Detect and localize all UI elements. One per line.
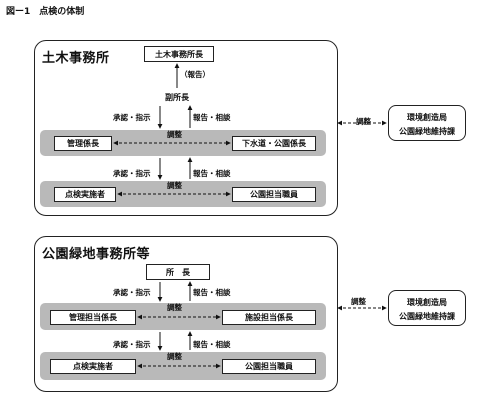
label2-coord-2: 調整 [167,352,182,361]
box-management-officer-chief: 管理担当係長 [50,310,136,325]
box-management-chief: 管理係長 [54,136,112,151]
label2-approve-2: 承認・指示 [113,340,151,349]
label-side-coord-2: 調整 [351,297,366,306]
figure-title: 図ー1 点検の体制 [6,7,85,17]
panel2-title: 公園緑地事務所等 [42,247,151,262]
box-deputy: 副所長 [165,92,189,102]
label2-approve-1: 承認・指示 [113,288,151,297]
box-facility-chief: 施設担当係長 [222,310,316,325]
box-director: 所 長 [146,264,210,280]
label-report-1: 報告・相談 [193,113,231,122]
label2-report-1: 報告・相談 [193,288,231,297]
panel1-title: 土木事務所 [42,51,110,66]
box-inspector: 点検実施者 [54,187,116,202]
side1-line1: 環境創造局 [407,113,447,122]
side1-line2: 公園緑地維持課 [399,127,455,136]
label-coord-1: 調整 [167,130,182,139]
box-office-chief: 土木事務所長 [144,46,214,62]
label2-coord-1: 調整 [167,303,182,312]
side-box-bureau-2: 環境創造局 公園緑地維持課 [388,290,466,326]
box2-inspector: 点検実施者 [50,359,136,374]
box-sewer-park-chief: 下水道・公園係長 [232,136,316,151]
label-approve-1: 承認・指示 [113,113,151,122]
side-box-bureau-1: 環境創造局 公園緑地維持課 [388,105,466,141]
box-park-staff: 公園担当職員 [232,187,316,202]
box2-park-staff: 公園担当職員 [222,359,316,374]
side2-line2: 公園緑地維持課 [399,312,455,321]
side2-line1: 環境創造局 [407,298,447,307]
label-coord-2: 調整 [167,181,182,190]
label-approve-2: 承認・指示 [113,169,151,178]
label-report-paren: （報告） [180,70,210,79]
label-report-2: 報告・相談 [193,169,231,178]
label2-report-2: 報告・相談 [193,340,231,349]
